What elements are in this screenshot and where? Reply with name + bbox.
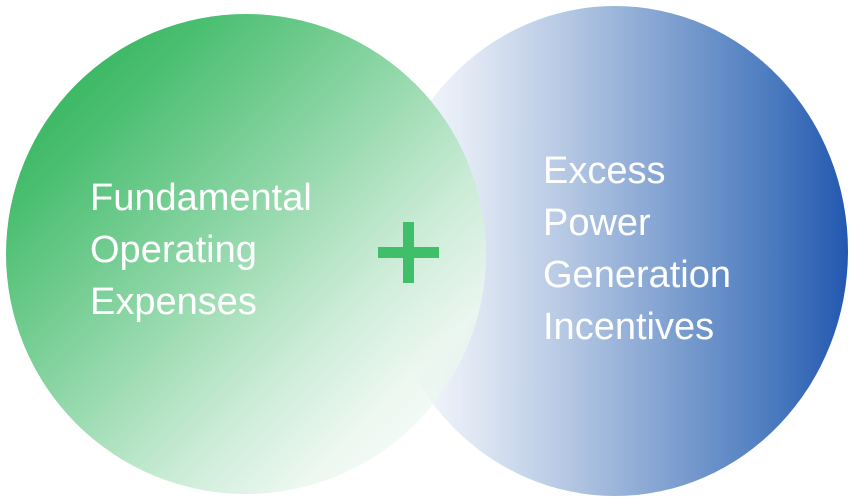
right-label-line: Excess: [543, 150, 666, 192]
right-label-line: Generation: [543, 254, 732, 296]
left-circle-label: Fundamental Operating Expenses: [90, 172, 312, 328]
right-circle-label: Excess Power Generation Incentives: [543, 145, 731, 353]
plus-icon: [378, 222, 439, 283]
plus-vertical-bar: [403, 222, 414, 283]
left-label-line: Operating: [90, 229, 257, 271]
right-label-line: Incentives: [543, 306, 715, 348]
right-label-line: Power: [543, 202, 651, 244]
left-label-line: Expenses: [90, 281, 257, 323]
left-label-line: Fundamental: [90, 177, 312, 219]
